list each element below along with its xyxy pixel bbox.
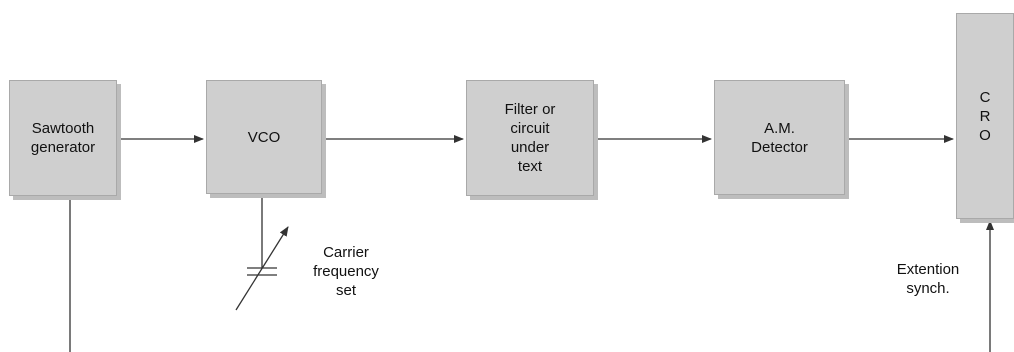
cro-block: C R O [956, 13, 1014, 219]
capacitor-variable-arrow [235, 226, 289, 311]
vco-block: VCO [206, 80, 322, 194]
am-detector-block: A.M. Detector [714, 80, 845, 195]
filter-block: Filter or circuit under text [466, 80, 594, 196]
carrier-frequency-label: Carrier frequency set [313, 244, 379, 299]
sawtooth-generator-block: Sawtooth generator [9, 80, 117, 196]
extention-synch-label: Extention synch. [896, 261, 960, 297]
